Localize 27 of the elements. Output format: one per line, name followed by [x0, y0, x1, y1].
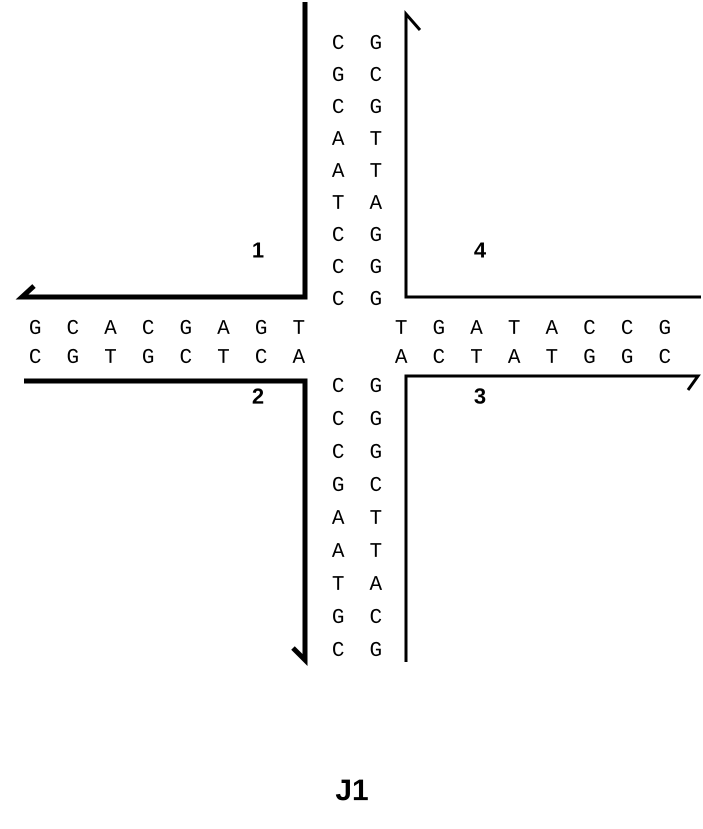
base-pair-text: C G	[333, 290, 381, 306]
base-pair-text: A T	[332, 543, 382, 557]
base-pair-text: A T	[332, 163, 382, 177]
base-pair-text: C G	[333, 258, 381, 274]
base-pair-text: T A	[332, 576, 382, 590]
base-pair-text: C G	[333, 444, 381, 458]
base-pair-text: C G	[333, 410, 381, 426]
base-pair-text: C G	[333, 378, 381, 392]
strand-number: 4	[474, 242, 486, 258]
base-pair-text: C G	[333, 226, 381, 242]
base-pair-text: A C T A T G G C	[394, 348, 670, 364]
base-pair-text: T G A T A C C G	[396, 320, 670, 334]
strand-number: 2	[252, 388, 264, 404]
base-pair-text: A T	[332, 510, 382, 524]
strand-number: 1	[253, 242, 264, 258]
base-pair-text: G C	[333, 476, 382, 492]
base-pair-text: C G	[333, 642, 381, 656]
base-pair-text: C G	[333, 34, 381, 50]
base-pair-text: C G	[333, 98, 381, 114]
strand-number: 3	[474, 388, 486, 404]
base-pair-text: G C	[333, 608, 382, 624]
base-pair-text: C G T G C T C A	[30, 348, 306, 364]
base-pair-text: A T	[332, 131, 382, 145]
base-pair-text: T A	[332, 195, 382, 209]
base-pair-text: G C A C G A G T	[30, 320, 304, 334]
caption: J1	[336, 780, 368, 800]
base-pair-text: G C	[333, 66, 382, 82]
